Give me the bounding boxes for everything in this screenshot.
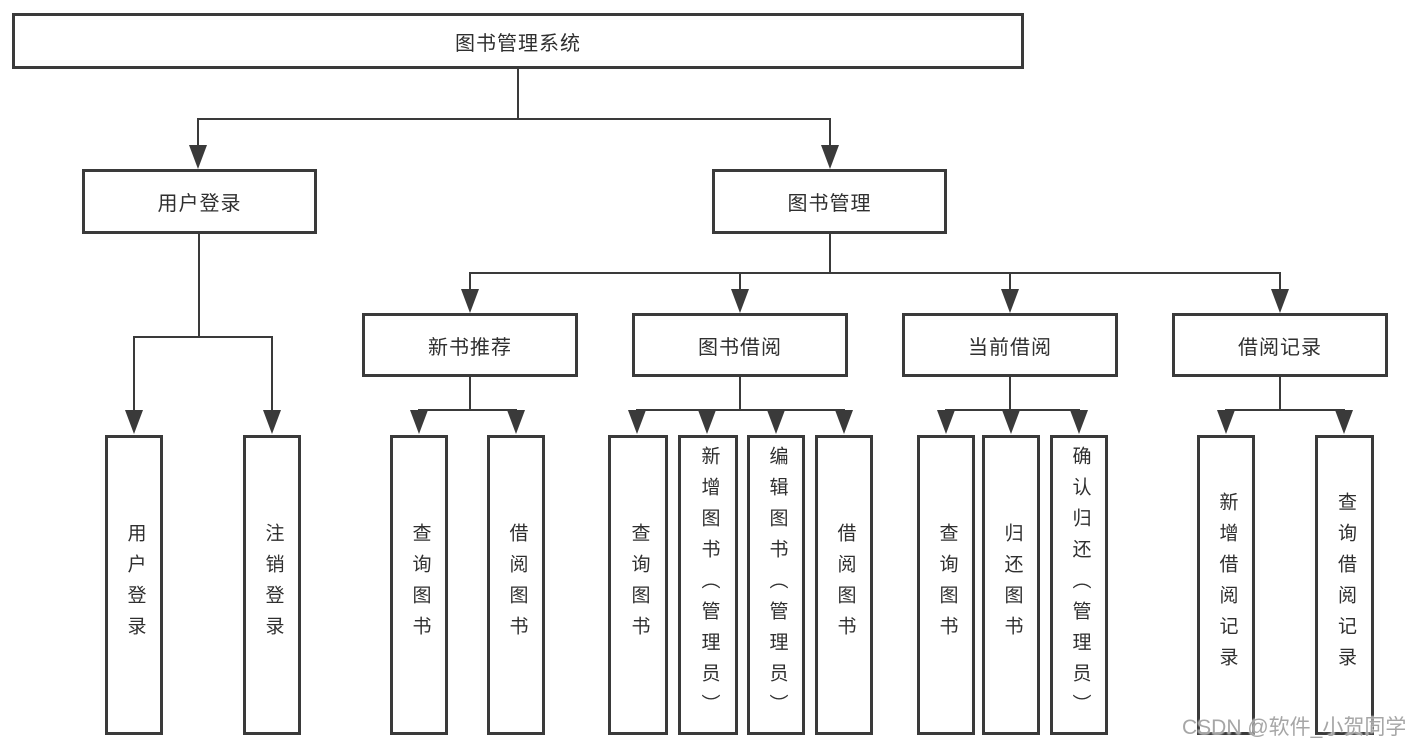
leaf-label: 新增借阅记录 bbox=[1216, 492, 1238, 678]
leaf-label: 注销登录 bbox=[262, 523, 284, 647]
connector-line bbox=[197, 118, 831, 120]
connector-line bbox=[1279, 377, 1281, 411]
node-library-system: 图书管理系统 bbox=[12, 13, 1024, 69]
node-borrow-records: 借阅记录 bbox=[1172, 313, 1388, 377]
arrow-down-icon bbox=[461, 289, 479, 313]
node-label: 当前借阅 bbox=[968, 336, 1052, 359]
leaf-label: 新增图书（管理员） bbox=[698, 445, 720, 725]
node-new-book-recommend: 新书推荐 bbox=[362, 313, 578, 377]
leaf-confirm-return-admin: 确认归还（管理员） bbox=[1050, 435, 1108, 735]
connector-line bbox=[739, 377, 741, 411]
arrow-down-icon bbox=[821, 145, 839, 169]
leaf-add-borrow-record: 新增借阅记录 bbox=[1197, 435, 1255, 735]
arrow-down-icon bbox=[263, 410, 281, 434]
connector-line bbox=[829, 118, 831, 147]
leaf-label: 归还图书 bbox=[1001, 523, 1023, 647]
arrow-down-icon bbox=[1001, 289, 1019, 313]
arrow-down-icon bbox=[1002, 410, 1020, 434]
connector-line bbox=[133, 336, 135, 412]
arrow-down-icon bbox=[189, 145, 207, 169]
leaf-edit-book-admin: 编辑图书（管理员） bbox=[747, 435, 805, 735]
arrow-down-icon bbox=[1335, 410, 1353, 434]
arrow-down-icon bbox=[410, 410, 428, 434]
connector-line bbox=[197, 118, 199, 147]
leaf-label: 查询图书 bbox=[936, 523, 958, 647]
connector-line bbox=[829, 234, 831, 273]
leaf-user-login: 用户登录 bbox=[105, 435, 163, 735]
arrow-down-icon bbox=[767, 410, 785, 434]
arrow-down-icon bbox=[1070, 410, 1088, 434]
leaf-query-book-borrow: 查询图书 bbox=[608, 435, 668, 735]
leaf-label: 查询图书 bbox=[409, 523, 431, 647]
connector-line bbox=[198, 234, 200, 337]
connector-line bbox=[469, 377, 471, 411]
connector-line bbox=[636, 409, 845, 411]
node-user-login: 用户登录 bbox=[82, 169, 317, 234]
arrow-down-icon bbox=[698, 410, 716, 434]
leaf-query-borrow-record: 查询借阅记录 bbox=[1315, 435, 1374, 735]
leaf-logout: 注销登录 bbox=[243, 435, 301, 735]
leaf-label: 查询借阅记录 bbox=[1334, 492, 1356, 678]
leaf-borrow-book-recommend: 借阅图书 bbox=[487, 435, 545, 735]
leaf-return-book: 归还图书 bbox=[982, 435, 1040, 735]
leaf-label: 借阅图书 bbox=[506, 523, 528, 647]
node-label: 图书管理 bbox=[787, 193, 872, 215]
connector-line bbox=[1009, 377, 1011, 411]
leaf-query-current-borrow: 查询图书 bbox=[917, 435, 975, 735]
leaf-borrow-book: 借阅图书 bbox=[815, 435, 873, 735]
arrow-down-icon bbox=[835, 410, 853, 434]
node-label: 图书管理系统 bbox=[455, 32, 581, 55]
connector-line bbox=[517, 69, 519, 119]
csdn-watermark: CSDN @软件_小贺同学 bbox=[1182, 716, 1405, 739]
node-label: 用户登录 bbox=[157, 193, 242, 215]
connector-line bbox=[1009, 272, 1011, 290]
connector-line bbox=[418, 409, 517, 411]
leaf-label: 查询图书 bbox=[628, 523, 650, 647]
node-label: 借阅记录 bbox=[1238, 336, 1322, 359]
arrow-down-icon bbox=[937, 410, 955, 434]
leaf-label: 用户登录 bbox=[124, 523, 146, 647]
connector-line bbox=[1279, 272, 1281, 290]
connector-line bbox=[469, 272, 1281, 274]
node-label: 图书借阅 bbox=[698, 336, 782, 359]
arrow-down-icon bbox=[1217, 410, 1235, 434]
node-book-management: 图书管理 bbox=[712, 169, 947, 234]
arrow-down-icon bbox=[1271, 289, 1289, 313]
connector-line bbox=[133, 336, 273, 338]
arrow-down-icon bbox=[731, 289, 749, 313]
connector-line bbox=[1225, 409, 1345, 411]
node-book-borrow: 图书借阅 bbox=[632, 313, 848, 377]
leaf-label: 确认归还（管理员） bbox=[1069, 445, 1091, 725]
arrow-down-icon bbox=[628, 410, 646, 434]
node-label: 新书推荐 bbox=[428, 336, 512, 359]
connector-line bbox=[739, 272, 741, 290]
arrow-down-icon bbox=[125, 410, 143, 434]
connector-line bbox=[469, 272, 471, 290]
node-current-borrow: 当前借阅 bbox=[902, 313, 1118, 377]
leaf-label: 借阅图书 bbox=[834, 523, 856, 647]
connector-line bbox=[271, 336, 273, 412]
arrow-down-icon bbox=[507, 410, 525, 434]
leaf-add-book-admin: 新增图书（管理员） bbox=[678, 435, 738, 735]
leaf-label: 编辑图书（管理员） bbox=[766, 445, 788, 725]
leaf-query-book-recommend: 查询图书 bbox=[390, 435, 448, 735]
